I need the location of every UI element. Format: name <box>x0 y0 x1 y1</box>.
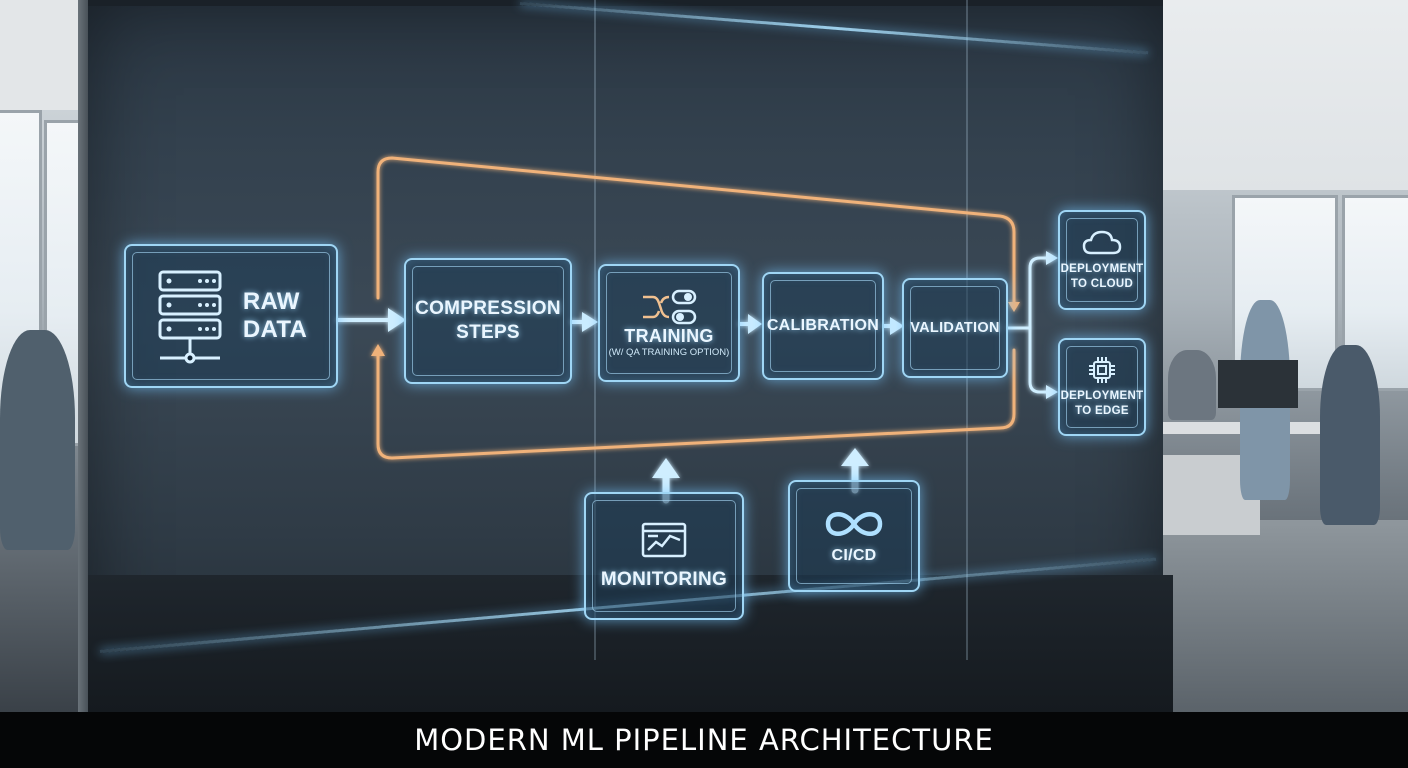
loop-arrowhead-down <box>1008 302 1020 312</box>
arrowhead <box>890 317 904 335</box>
arrowhead <box>748 314 762 334</box>
arrowhead <box>388 308 406 332</box>
calibration-node: CALIBRATION <box>762 272 884 380</box>
arrowhead <box>1046 251 1058 265</box>
server-icon <box>158 270 222 364</box>
infinity-icon <box>825 512 883 536</box>
toggle-switch-icon <box>643 289 697 324</box>
loop-arrowhead-up <box>371 344 385 356</box>
cicd-node: CI/CD <box>788 480 920 592</box>
compression-label: COMPRESSION <box>415 298 561 319</box>
office-ceiling-left <box>0 0 90 110</box>
person-seated-left <box>0 330 75 550</box>
arrowhead <box>582 312 598 332</box>
deploy-cloud-label: DEPLOYMENT <box>1060 263 1144 275</box>
cloud-icon <box>1082 230 1122 255</box>
deployment-cloud-node: DEPLOYMENT TO CLOUD <box>1058 210 1146 310</box>
raw-data-node: RAW DATA <box>124 244 338 388</box>
deployment-edge-node: DEPLOYMENT TO EDGE <box>1058 338 1146 436</box>
compression-steps-node: COMPRESSION STEPS <box>404 258 572 384</box>
compression-label: STEPS <box>456 322 520 343</box>
deploy-cloud-label: TO CLOUD <box>1070 278 1134 290</box>
deploy-edge-label: DEPLOYMENT <box>1060 390 1144 402</box>
validation-node: VALIDATION <box>902 278 1008 378</box>
office-ceiling <box>1150 0 1408 190</box>
arrowhead <box>1046 385 1058 399</box>
cicd-label: CI/CD <box>831 547 877 564</box>
calibration-label: CALIBRATION <box>766 317 880 334</box>
arrowhead <box>652 458 680 478</box>
caption: MODERN ML PIPELINE ARCHITECTURE <box>0 712 1408 768</box>
monitor <box>1218 360 1298 408</box>
monitoring-node: MONITORING <box>584 492 744 620</box>
feedback-loop-line-lower <box>376 348 1016 460</box>
training-node: TRAINING (W/ QA TRAINING OPTION) <box>598 264 740 382</box>
chip-icon <box>1089 357 1115 383</box>
validation-label: VALIDATION <box>910 320 1000 336</box>
feedback-loop-line <box>376 156 1016 306</box>
person-seated-right <box>1320 345 1380 525</box>
monitoring-label: MONITORING <box>600 569 728 590</box>
glass-seam <box>594 0 596 660</box>
raw-data-label: DATA <box>242 316 308 343</box>
glass-wall-top <box>88 0 1163 6</box>
office-window-right-2 <box>1342 195 1408 391</box>
monitor-chart-icon <box>641 522 687 558</box>
arrowhead <box>841 448 869 466</box>
arrow-validation-to-deploy <box>1006 256 1052 394</box>
training-sublabel: (W/ QA TRAINING OPTION) <box>608 346 730 358</box>
person-woman <box>1168 350 1216 420</box>
raw-data-label: RAW <box>242 288 300 315</box>
office-floor <box>1150 520 1408 712</box>
training-label: TRAINING <box>624 325 714 346</box>
deploy-edge-label: TO EDGE <box>1075 405 1129 417</box>
